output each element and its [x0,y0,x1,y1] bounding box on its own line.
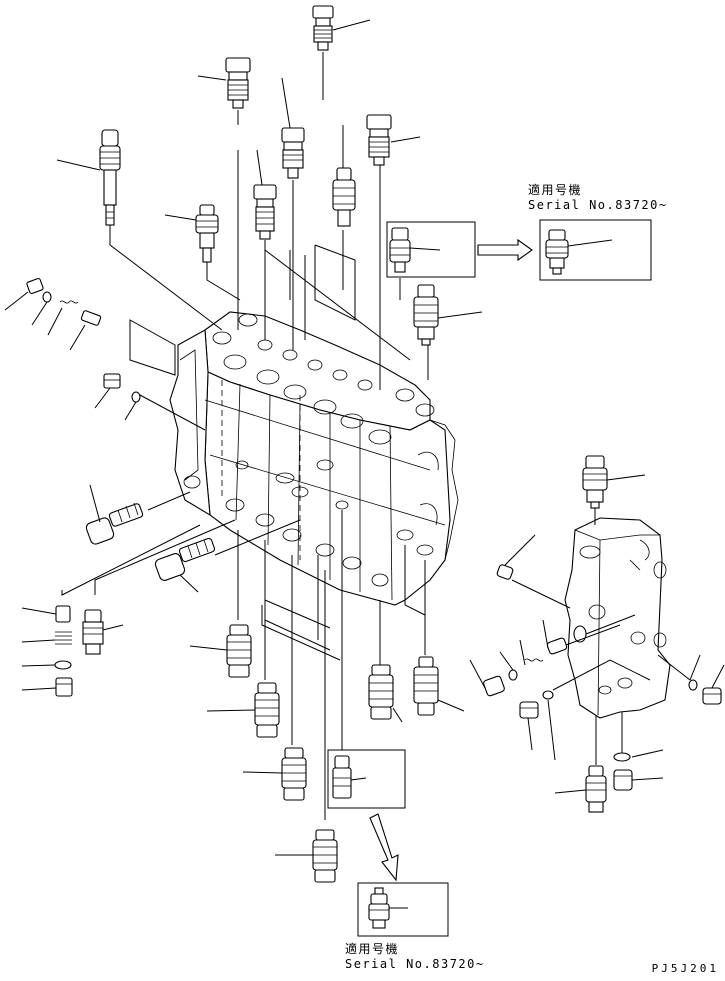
relief-valve-bottom-2 [206,682,280,738]
right-side-parts [469,534,725,761]
lower-alternate-box-old [327,749,406,809]
left-stack-parts [21,605,73,697]
assembly-lines [61,52,429,820]
relief-valve-bottom-3 [242,747,307,801]
relief-valve-top-4 [366,114,421,166]
right-bottom-parts [554,712,664,813]
lower-applicable-label: 適用号機 [345,942,400,956]
left-plug-assembly [4,277,102,351]
cartridge-valve-center [332,125,356,227]
lower-alternate-box-new [357,882,449,937]
relief-valve-top-2 [197,57,251,109]
lower-serial-label: Serial No.83720~ [345,957,485,971]
left-plug-3 [82,609,124,655]
control-valve-body [169,311,459,606]
upper-applicable-label: 適用号機 [528,183,583,197]
upper-serial-label: Serial No.83720~ [528,198,668,212]
relief-valve-small-left [164,204,219,263]
left-plug-2 [94,373,141,421]
relief-valve-bottom-4 [275,829,338,883]
lower-arrow [369,813,399,882]
valve-right-upper [413,284,483,346]
relief-valve-top-3 [281,77,305,179]
drawing-code: PJ5J201 [651,962,719,975]
upper-alternate-box-new [539,219,652,281]
upper-alternate-box-old [386,221,476,278]
upper-arrow [477,238,533,262]
relief-valve-bottom-6 [413,656,465,716]
right-top-relief-valve [582,455,646,525]
spool-end-cap-left [85,484,144,545]
relief-valve-top-1 [312,5,371,51]
lower-applicable-note: 適用号機 Serial No.83720~ [345,942,485,972]
spool-left-upper [56,129,121,226]
relief-valve-top-5 [253,149,277,240]
right-sub-valve-body [564,517,671,719]
relief-valve-bottom-5 [368,650,403,723]
spool-end-cap-center [154,537,216,593]
relief-valve-bottom-1 [189,624,252,678]
upper-applicable-note: 適用号機 Serial No.83720~ [528,183,668,213]
